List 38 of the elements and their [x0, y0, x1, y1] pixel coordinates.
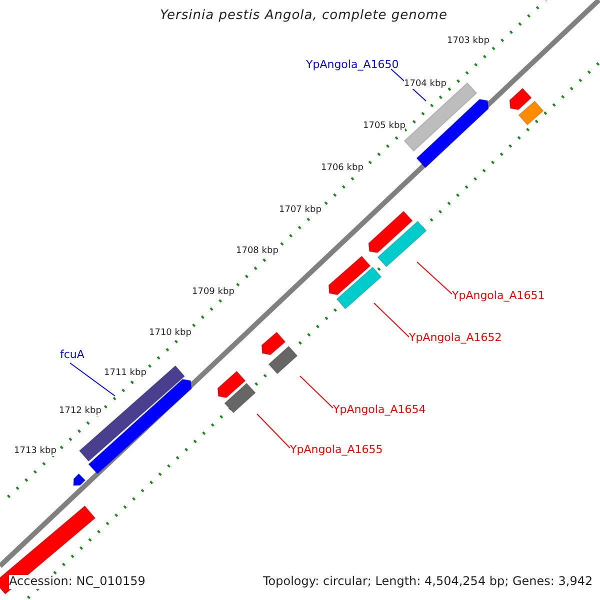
gene-bar [88, 378, 192, 474]
gene-label: YpAngola_A1655 [290, 444, 383, 457]
gene-bar [224, 382, 256, 414]
gene-bar [336, 266, 382, 310]
scale-label: 1711 kbp [104, 368, 146, 378]
gene-bar [377, 220, 427, 268]
scale-label: 1708 kbp [236, 246, 278, 256]
scale-label: 1705 kbp [363, 121, 406, 132]
scale-label: 1703 kbp [447, 36, 490, 46]
leader-line [70, 362, 116, 396]
scale-label: 1704 kbp [404, 79, 446, 90]
info-text: Topology: circular; Length: 4,504,254 bp; Genes: 3,942 [263, 575, 593, 589]
gene-bar [217, 370, 246, 398]
scale-label: 1706 kbp [321, 163, 364, 174]
gene-bar [416, 98, 489, 168]
leader-line [300, 376, 334, 408]
scale-label: 1713 kbp [14, 446, 56, 456]
scale-label: 1710 kbp [149, 328, 192, 338]
gene-bar [509, 88, 532, 110]
gene-label: fcuA [60, 349, 84, 362]
gene-bar [268, 346, 298, 374]
gene-bar [328, 255, 371, 296]
leader-line [374, 302, 410, 338]
gene-label: YpAngola_A1650 [306, 59, 399, 72]
diagram-title: Yersinia pestis Angola, complete genome [160, 9, 448, 24]
gene-bar [368, 210, 414, 254]
leader-line [256, 414, 290, 448]
gene-bar [261, 331, 286, 356]
leader-line [416, 262, 452, 294]
gene-bar [518, 100, 544, 126]
scale-label: 1707 kbp [279, 205, 322, 216]
gene-bar [72, 473, 86, 486]
info-text: Accession: NC_010159 [9, 575, 146, 589]
gene-label: YpAngola_A1651 [452, 290, 545, 303]
gene-label: YpAngola_A1654 [333, 404, 426, 417]
scale-label: 1712 kbp [59, 406, 102, 416]
gene-label: YpAngola_A1652 [409, 332, 502, 345]
scale-label: 1709 kbp [192, 287, 234, 298]
